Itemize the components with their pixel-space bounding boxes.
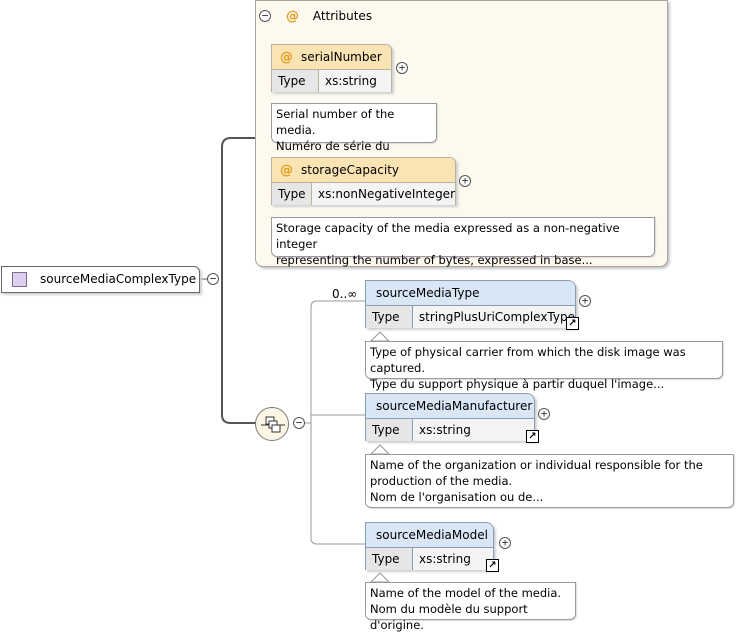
expand-icon[interactable]: + <box>538 408 550 420</box>
attribute-icon: @ <box>280 50 293 65</box>
type-row: Type xs:string <box>366 548 493 570</box>
annotation-note: Serial number of the media. Numéro de sé… <box>271 103 437 169</box>
note-line: Name of the model of the media. <box>370 586 562 600</box>
type-row: Type xs:string <box>272 70 391 92</box>
attributes-collapse-icon[interactable]: − <box>259 10 271 22</box>
expand-icon[interactable]: + <box>499 537 511 549</box>
note-line: production of the media. <box>370 474 513 488</box>
root-complex-type[interactable]: sourceMediaComplexType <box>1 266 200 293</box>
attribute-storageCapacity[interactable]: @ storageCapacity Type xs:nonNegativeInte… <box>271 157 456 205</box>
annotation-note: Storage capacity of the media expressed … <box>271 217 655 267</box>
attributes-group: − @ Attributes @ serialNumber Type xs:str… <box>255 0 668 267</box>
attributes-title-label: Attributes <box>312 9 373 23</box>
multiplicity-label: 0..∞ <box>332 287 358 301</box>
type-link-icon[interactable]: ↗ <box>566 317 579 330</box>
note-line: representing the number of bytes, expres… <box>276 253 593 267</box>
note-line: Nom de l'organisation ou de... <box>370 490 544 504</box>
note-line: Type du support physique à partir duquel… <box>370 377 665 391</box>
type-row: Type xs:string <box>366 419 534 441</box>
type-key: Type <box>272 70 319 92</box>
attribute-name: storageCapacity <box>301 163 400 177</box>
element-name: sourceMediaManufacturer <box>366 394 534 419</box>
annotation-note: Name of the organization or individual r… <box>365 454 734 508</box>
type-key: Type <box>366 306 413 328</box>
attribute-header: @ storageCapacity <box>272 158 455 183</box>
type-value: xs:string <box>419 423 471 437</box>
attribute-icon: @ <box>286 9 299 24</box>
root-complex-type-label: sourceMediaComplexType <box>40 272 197 286</box>
attribute-serialNumber[interactable]: @ serialNumber Type xs:string <box>271 44 392 92</box>
attribute-icon: @ <box>280 163 293 178</box>
element-name: sourceMediaModel <box>366 523 493 548</box>
type-row: Type xs:nonNegativeInteger <box>272 183 455 205</box>
annotation-note: Type of physical carrier from which the … <box>365 341 723 391</box>
type-value: xs:string <box>419 552 471 566</box>
element-sourceMediaType[interactable]: sourceMediaType Type stringPlusUriComple… <box>365 280 576 328</box>
expand-icon[interactable]: + <box>459 175 471 187</box>
element-sourceMediaManufacturer[interactable]: sourceMediaManufacturer Type xs:string <box>365 393 535 441</box>
type-link-icon[interactable]: ↗ <box>526 430 539 443</box>
attribute-name: serialNumber <box>301 50 382 64</box>
note-line: Storage capacity of the media expressed … <box>276 221 620 251</box>
note-line: Type of physical carrier from which the … <box>370 345 686 375</box>
root-collapse-icon[interactable]: − <box>207 273 219 285</box>
sequence-icon <box>261 416 285 433</box>
element-name: sourceMediaType <box>366 281 575 306</box>
sequence-collapse-icon[interactable]: − <box>293 417 305 429</box>
type-key: Type <box>366 548 413 570</box>
type-key: Type <box>366 419 413 441</box>
expand-icon[interactable]: + <box>396 62 408 74</box>
attributes-title: @ Attributes <box>286 9 372 24</box>
attribute-header: @ serialNumber <box>272 45 391 70</box>
note-line: Name of the organization or individual r… <box>370 458 703 472</box>
type-value: xs:string <box>325 74 377 88</box>
type-value: stringPlusUriComplexType <box>418 310 575 324</box>
type-link-icon[interactable]: ↗ <box>486 559 499 572</box>
note-line: Serial number of the media. <box>276 107 395 137</box>
type-key: Type <box>272 183 313 205</box>
expand-icon[interactable]: + <box>579 295 591 307</box>
complex-type-icon <box>12 272 27 287</box>
note-line: Nom du modèle du support d'origine. <box>370 602 528 632</box>
annotation-note: Name of the model of the media. Nom du m… <box>365 582 576 632</box>
type-value: xs:nonNegativeInteger <box>318 187 455 201</box>
element-sourceMediaModel[interactable]: sourceMediaModel Type xs:string <box>365 522 494 570</box>
sequence-compositor[interactable] <box>255 407 289 441</box>
type-row: Type stringPlusUriComplexType <box>366 306 575 328</box>
